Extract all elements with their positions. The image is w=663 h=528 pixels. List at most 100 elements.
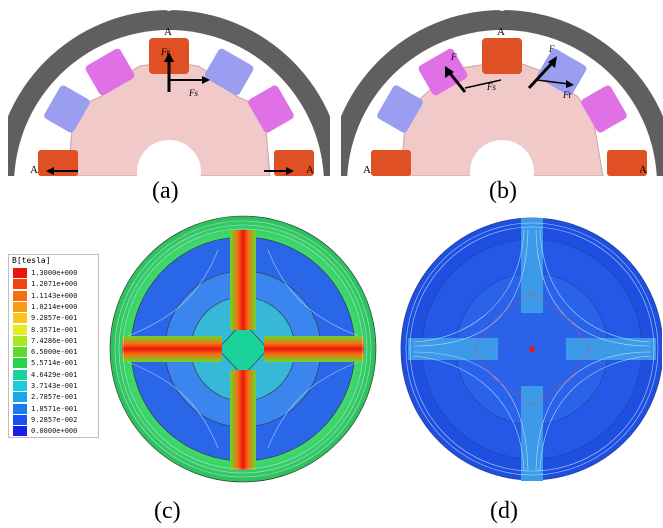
legend-value: 1.3000e+000 [31,269,78,277]
legend-row: 1.8571e-001 [13,403,99,414]
legend-row: 8.3571e-001 [13,324,99,335]
pole-bottom [521,386,543,481]
legend-swatch [13,358,27,369]
legend-value: 9.2857e-001 [31,314,78,323]
label-pole-right: A [639,164,647,176]
caption-c: (c) [154,498,181,524]
pole-top [521,218,543,313]
motor-section-a: A A A Fr Fs [8,1,330,176]
coil-magenta-right [581,85,627,133]
coil-blue-left [377,85,423,133]
stator-notch [164,1,174,11]
legend-swatch [13,414,27,425]
caption-b: (b) [489,178,517,204]
pole-left [408,338,498,360]
legend-swatch [13,381,27,391]
legend-value: 2.7857e-001 [31,393,78,402]
legend-value: 9.2857e-002 [31,415,78,424]
legend-row: 1.1143e+000 [13,290,99,301]
legend-value: 1.2071e+000 [31,280,78,289]
rotor-outline [473,291,591,407]
label-force-s: Fs [188,88,198,98]
pole-bottom [230,370,256,470]
label-force-s: Fs [486,82,496,92]
coil-left [38,150,78,176]
legend-swatch [13,369,27,380]
legend-swatch [13,313,27,324]
label-force-f-right: F [548,44,555,54]
legend-value: 5.5714e-001 [31,359,78,368]
flux-lines [405,222,659,476]
coil-blue-right [537,48,587,96]
coil-left [371,150,411,176]
caption-a: (a) [152,178,179,204]
legend-swatch [13,335,27,346]
label-pole-top: A [497,26,505,38]
legend-row: 9.2857e-001 [13,313,99,324]
legend-swatch [13,347,27,358]
force-arrow-mid [464,79,502,89]
legend-swatch [13,403,27,414]
center-point [529,346,535,352]
legend-row: 9.2857e-002 [13,414,99,425]
rotor-bore [470,140,534,176]
legend-title: B[tesla] [12,256,51,265]
label-pole-top: A [164,26,172,38]
legend-row: 2.7857e-001 [13,392,99,403]
legend-swatch [13,290,27,301]
legend-swatch [13,426,27,437]
caption-d: (d) [490,498,518,524]
label-pole-left: A [363,164,371,176]
coil-magenta-left [85,48,135,96]
legend-row: 6.5000e-001 [13,347,99,358]
legend-row: 1.2071e+000 [13,279,99,290]
legend-value: 8.3571e-001 [31,325,78,334]
legend-value: 7.4286e-001 [31,336,78,345]
coil-blue-right [204,48,254,96]
legend-value: 1.1143e+000 [31,291,78,300]
force-arrow-right-tangent [536,79,570,85]
label-force-r: Fr [160,47,170,57]
coil-magenta-right [248,85,294,133]
pole-left [122,336,222,362]
legend-swatch [13,392,27,403]
color-legend: B[tesla] 1.3000e+000 1.2071e+000 1.1143e+0… [8,254,99,438]
legend-value: 3.7143e-001 [31,382,78,390]
coil-right [274,150,314,176]
label-pole-right: A [306,164,314,176]
rotor-bore [137,140,201,176]
legend-row: 5.5714e-001 [13,358,99,369]
legend-swatch [13,268,27,278]
legend-row: 4.6429e-001 [13,369,99,380]
legend-value: 1.0214e+000 [31,302,78,311]
label-force-f: F [450,52,457,62]
force-arrow-left [447,71,467,93]
legend-row: 7.4286e-001 [13,335,99,346]
pole-right [566,338,656,360]
force-arrow-right [527,60,555,90]
legend-row: 1.3000e+000 [13,268,99,278]
flux-density-map-c [109,215,377,483]
pole-right [264,336,364,362]
coil-blue-left [44,85,90,133]
legend-row: 3.7143e-001 [13,381,99,391]
legend-value: 4.6429e-001 [31,370,78,379]
flux-lines [114,220,372,478]
legend-value: 6.5000e-001 [31,348,78,357]
coil-right [607,150,647,176]
legend-row: 0.0000e+000 [13,426,99,437]
stator-notch [497,1,507,11]
label-pole-left: A [30,164,38,176]
legend-swatch [13,279,27,290]
flux-density-map-d [400,217,662,481]
pole-top [230,230,256,330]
legend-row: 1.0214e+000 [13,301,99,312]
coil-top [482,38,522,74]
motor-section-b: A A A F Fs F Ft [341,1,663,176]
legend-swatch [13,301,27,312]
coil-magenta-left [418,48,468,96]
legend-value: 1.8571e-001 [31,404,78,413]
label-force-t: Ft [562,90,571,100]
legend-swatch [13,324,27,335]
legend-value: 0.0000e+000 [31,427,78,436]
